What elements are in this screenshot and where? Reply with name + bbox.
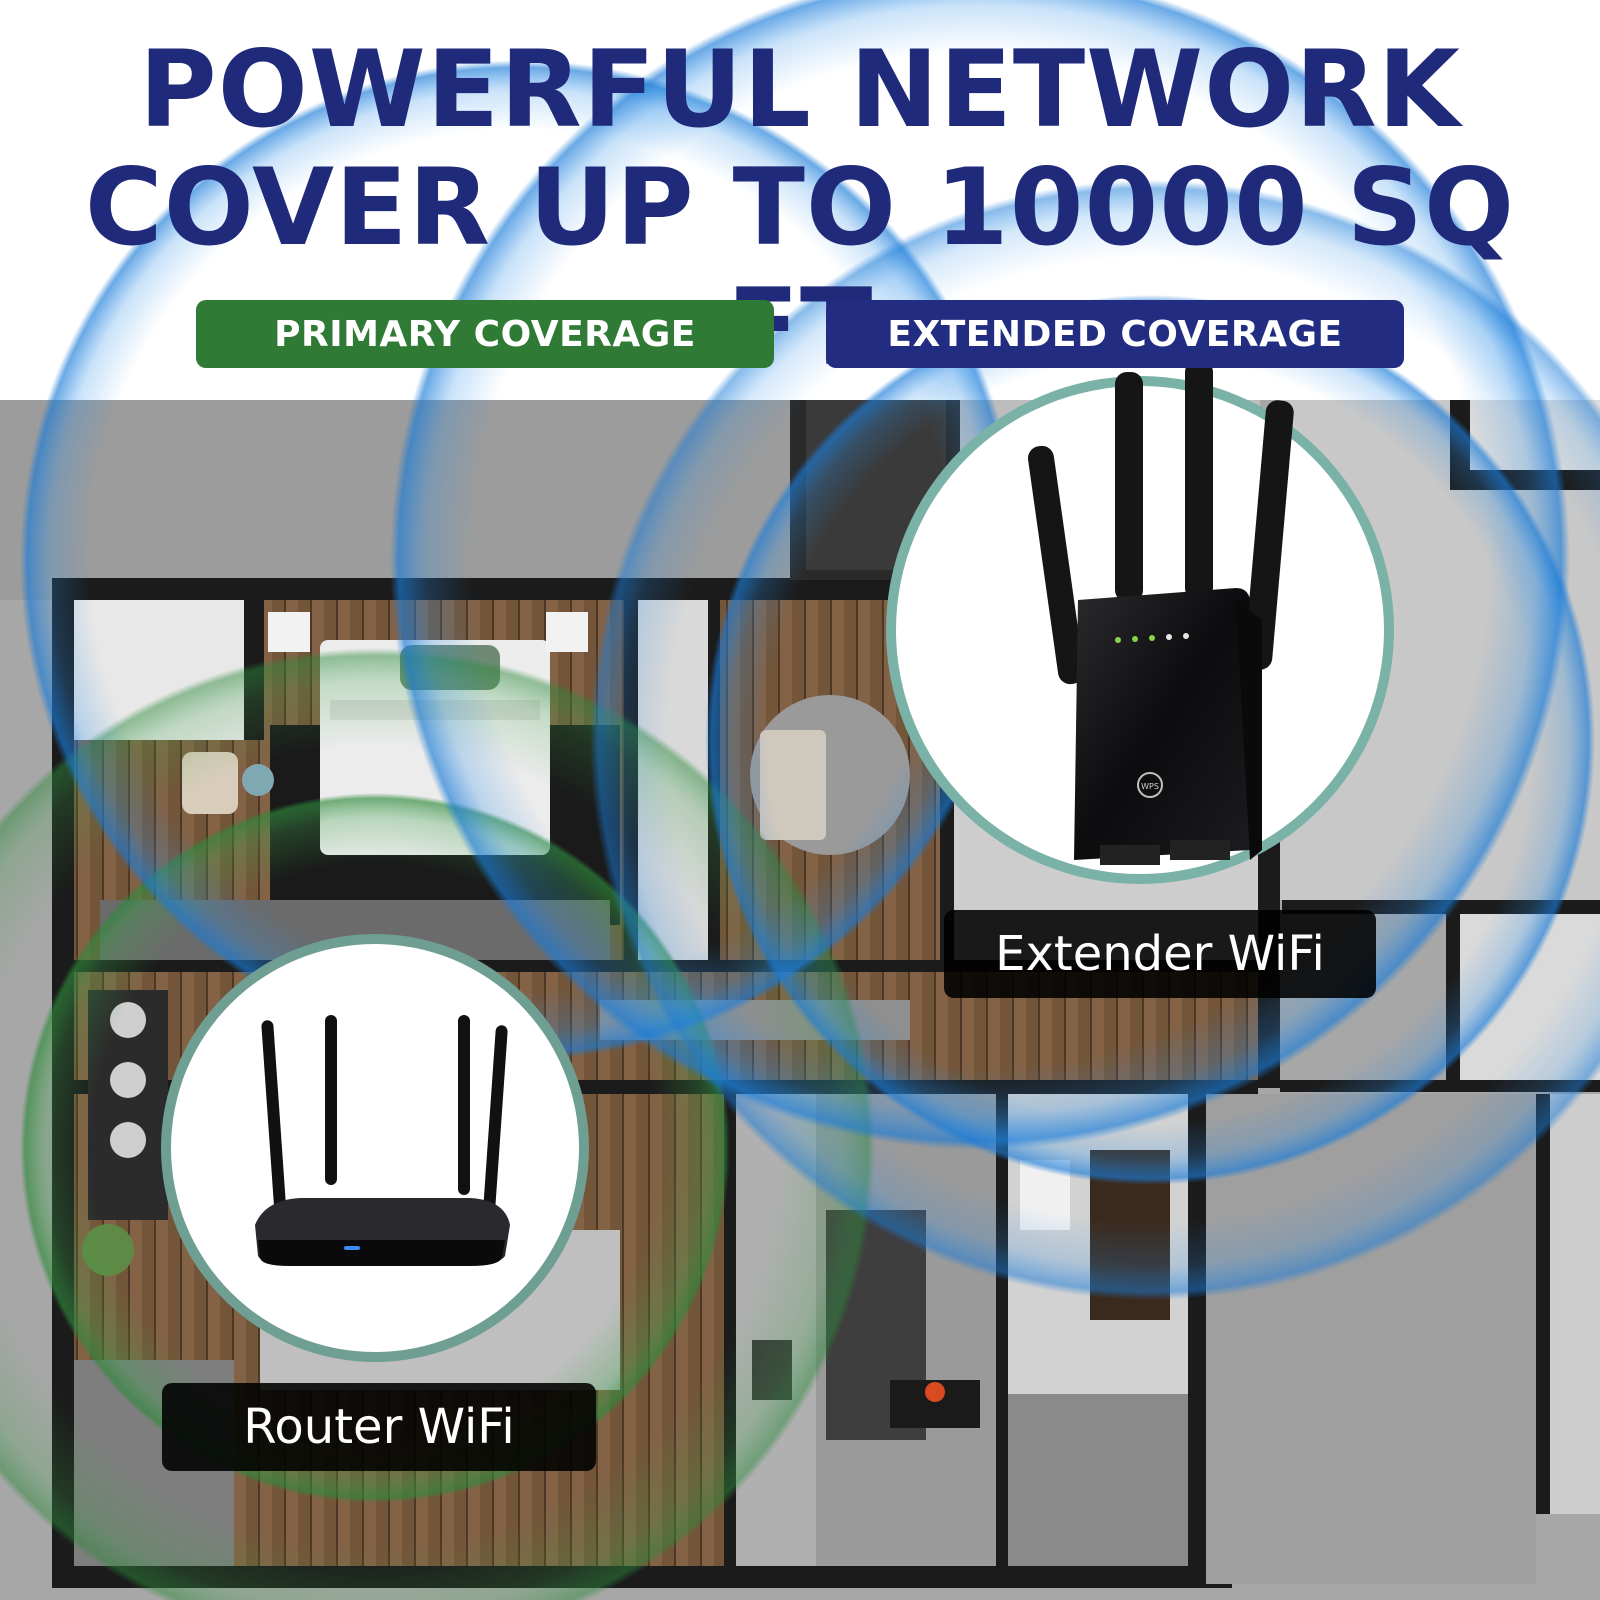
extender-device-badge: WPS: [886, 360, 1394, 884]
wps-button-label: WPS: [1141, 782, 1159, 791]
headline-line-2: COVER UP TO 10000 SQ FT: [84, 146, 1516, 389]
primary-coverage-badge: PRIMARY COVERAGE: [196, 300, 774, 368]
router-wifi-label: Router WiFi: [162, 1383, 596, 1471]
router-device-badge: [161, 934, 589, 1362]
headline-line-1: POWERFUL NETWORK: [139, 28, 1461, 151]
wifi-extender-device: [1027, 360, 1294, 865]
wifi-router-device: [255, 1015, 510, 1266]
extended-coverage-badge: EXTENDED COVERAGE: [826, 300, 1404, 368]
extender-wifi-label: Extender WiFi: [944, 910, 1376, 998]
